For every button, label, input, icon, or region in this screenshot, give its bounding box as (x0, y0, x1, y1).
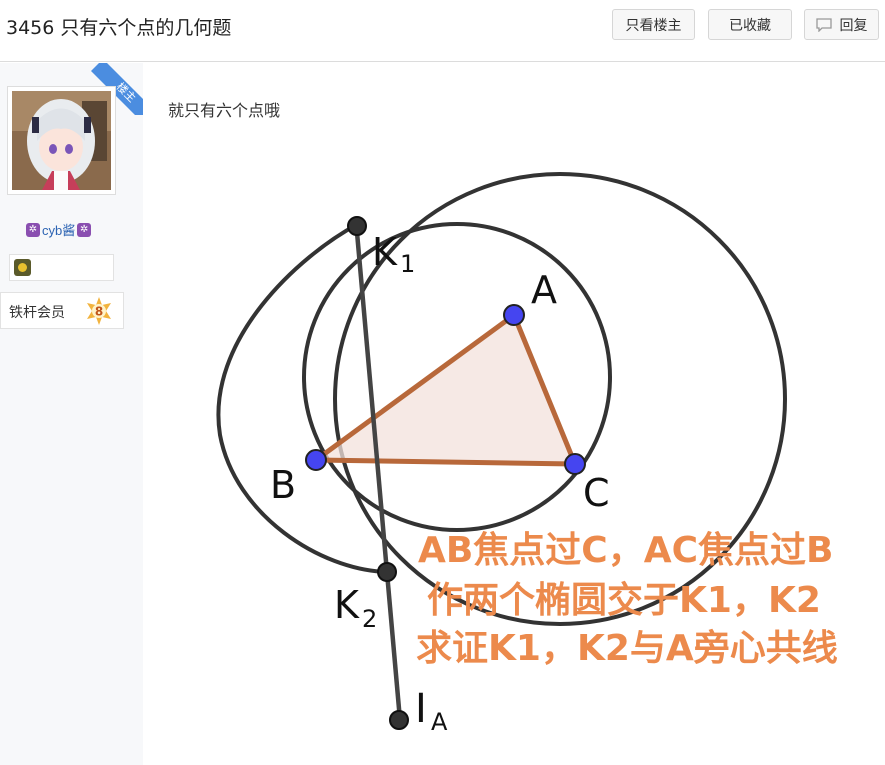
username[interactable]: ✲ cyb酱 ✲ (24, 220, 93, 239)
member-label: 铁杆会员 (9, 305, 65, 321)
speech-bubble-icon (815, 18, 832, 32)
point-k1 (347, 216, 367, 236)
line-k1-ia (353, 220, 403, 721)
large-circle (333, 172, 787, 626)
triangle-abc (313, 312, 578, 467)
circumcircle (302, 222, 612, 532)
label-ia-sub: A (431, 708, 448, 736)
author-sidebar: 楼主 ✲ cyb酱 ✲ 铁杆会员 8 (0, 63, 143, 765)
forum-badge-icon (14, 259, 31, 276)
level-badge-icon[interactable]: 8 (84, 296, 114, 326)
user-icon-slot (9, 254, 114, 281)
label-k1-sub: 1 (400, 250, 415, 278)
member-level-box: 铁杆会员 8 (0, 292, 124, 329)
thread-header: 3456 只有六个点的几何题 只看楼主 已收藏 回复 (0, 0, 885, 62)
point-k2 (377, 562, 397, 582)
reply-button[interactable]: 回复 (804, 9, 879, 40)
reply-button-label: 回复 (839, 17, 868, 34)
snowflake-icon: ✲ (77, 222, 92, 237)
claim-line-2: 作两个椭圆交于K1，K2 (427, 579, 821, 621)
left-ellipse-arc (216, 222, 388, 574)
claim-line-1: AB焦点过C，AC焦点过B (418, 530, 833, 571)
claim-line-3: 求证K1，K2与A旁心共线 (416, 628, 838, 669)
point-a (503, 304, 525, 326)
label-c: C (583, 471, 610, 515)
label-b: B (270, 463, 296, 507)
label-k2-sub: 2 (362, 605, 377, 633)
post-text: 就只有六个点哦 (168, 101, 281, 120)
label-ia: I (415, 686, 427, 732)
avatar[interactable] (7, 86, 116, 195)
label-a: A (531, 268, 557, 312)
username-text: cyb酱 (42, 223, 76, 238)
label-k1: K (372, 230, 398, 274)
thread-title: 3456 只有六个点的几何题 (6, 17, 232, 39)
level-badge-number: 8 (95, 305, 103, 319)
favorite-button[interactable]: 已收藏 (708, 9, 792, 40)
snowflake-icon: ✲ (26, 222, 40, 237)
geometry-figure: A B C K 1 K 2 I A AB焦点过C，AC焦点过B 作两个椭圆交于K… (150, 120, 885, 765)
point-ia (389, 710, 409, 730)
point-c (564, 453, 586, 475)
point-b (305, 449, 327, 471)
label-k2: K (334, 583, 360, 627)
only-op-button[interactable]: 只看楼主 (612, 9, 695, 40)
